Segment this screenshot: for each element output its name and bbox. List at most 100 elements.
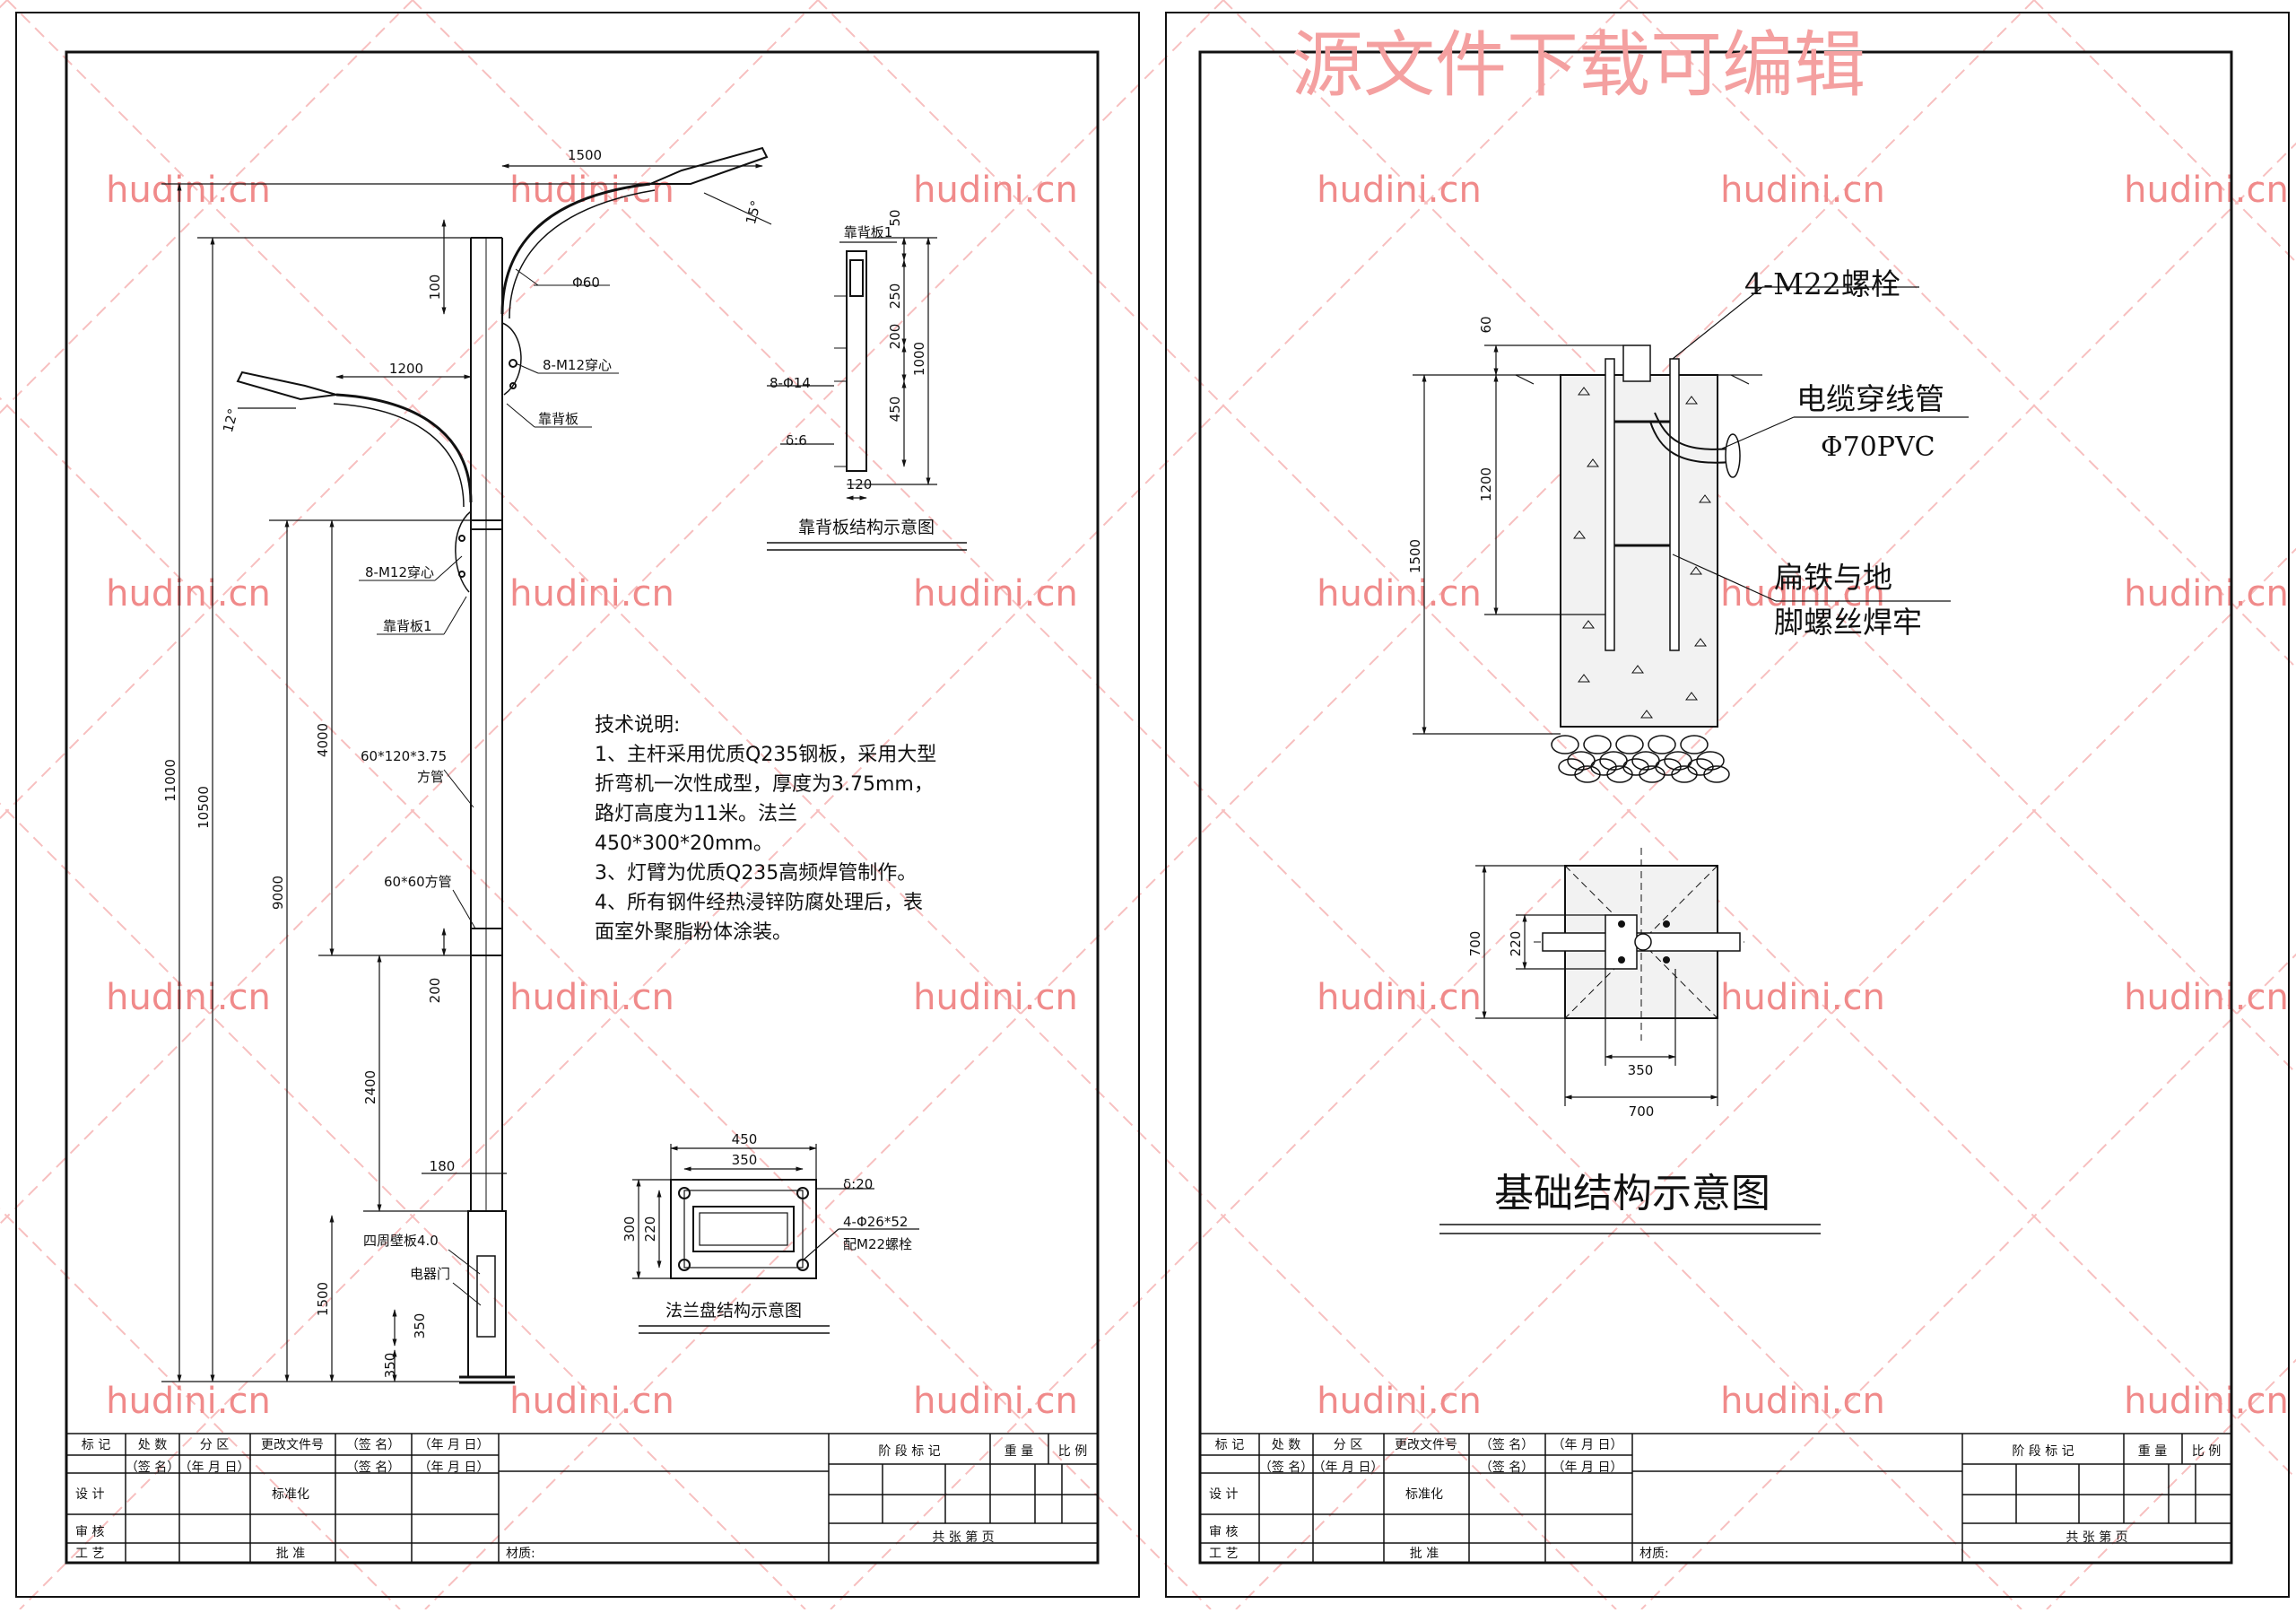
label-phi60: Φ60 xyxy=(572,275,600,291)
backplate-caption-underline xyxy=(767,542,967,551)
watermark-label: hudini.cn xyxy=(2124,977,2289,1018)
dim-180: 180 xyxy=(430,1158,456,1174)
watermark-labels: hudini.cn hudini.cn hudini.cn hudini.cn hudi… xyxy=(106,170,2289,1422)
watermark-label: hudini.cn xyxy=(1720,170,1885,211)
angle-lower: 12° xyxy=(220,407,241,434)
backplate-title: 靠背板1 xyxy=(844,224,893,240)
tb-material: 材质: xyxy=(506,1547,535,1561)
dim-4000: 4000 xyxy=(315,723,331,757)
pole-labels: 1500 1200 15° 12° 100 11000 10500 9000 4… xyxy=(162,147,764,1378)
foundation-plan-dimensions xyxy=(1475,865,1718,1106)
label-tube1: 60*120*3.75 xyxy=(361,748,447,764)
flange-drawing xyxy=(670,1179,817,1279)
watermark-label: hudini.cn xyxy=(913,170,1078,211)
backplate-dimensions xyxy=(767,237,937,501)
tb-header-cell: 分 区 xyxy=(200,1438,229,1452)
tb-standard: 标准化 xyxy=(272,1487,309,1502)
bp-dim-120: 120 xyxy=(847,476,873,493)
tb-header-cell: 更改文件号 xyxy=(1395,1438,1457,1452)
tb-review: 审 核 xyxy=(1209,1525,1238,1539)
watermark-label: hudini.cn xyxy=(509,170,674,211)
watermark-label: hudini.cn xyxy=(1720,1381,1885,1422)
tb-design: 设 计 xyxy=(1209,1487,1238,1502)
dim-200: 200 xyxy=(427,978,443,1004)
tb-craft: 工 艺 xyxy=(75,1547,104,1561)
angle-upper: 15° xyxy=(743,199,764,226)
fd-dim-220: 220 xyxy=(1508,931,1524,957)
pole-dimensions xyxy=(161,163,772,1382)
bp-dim-1000: 1000 xyxy=(911,342,927,376)
label-door: 电器门 xyxy=(410,1266,450,1282)
fl-dim-300: 300 xyxy=(622,1216,638,1242)
watermark-label: hudini.cn xyxy=(2124,1381,2289,1422)
label-back-lower: 靠背板1 xyxy=(383,618,432,634)
tech-line-7: 面室外聚脂粉体涂装。 xyxy=(595,921,792,944)
tb-sign-cell: （年 月 日） xyxy=(419,1460,490,1475)
tech-notes: 技术说明: 1、主杆采用优质Q235钢板，采用大型 折弯机一次性成型，厚度为3.… xyxy=(595,714,936,944)
tb-weight: 重 量 xyxy=(2138,1444,2167,1459)
title-block-right: 标 记处 数分 区更改文件号（签 名）（年 月 日）（签 名）（年 月 日）（签… xyxy=(1200,1433,2231,1564)
tb-sign-cell: （签 名） xyxy=(346,1460,400,1475)
tb-standard: 标准化 xyxy=(1405,1487,1443,1502)
tb-craft: 工 艺 xyxy=(1209,1547,1238,1561)
tech-line-4: 450*300*20mm。 xyxy=(595,833,773,855)
fd-label-bolt: 4-M22螺栓 xyxy=(1744,266,1900,301)
pole-elevation xyxy=(236,146,769,1384)
dim-arm-lower: 1200 xyxy=(389,361,423,377)
fd-dim-700v: 700 xyxy=(1467,931,1483,957)
tb-sign-cell: （年 月 日） xyxy=(1313,1460,1384,1475)
watermark-label: hudini.cn xyxy=(2124,170,2289,211)
fd-label-cable1: 电缆穿线管 xyxy=(1796,381,1944,416)
flange-dimensions xyxy=(632,1144,919,1279)
tb-material: 材质: xyxy=(1639,1547,1669,1561)
label-back-upper: 靠背板 xyxy=(538,411,578,427)
watermark-label: hudini.cn xyxy=(1720,977,1885,1018)
tb-approve: 批 准 xyxy=(276,1547,305,1561)
watermark-label: hudini.cn xyxy=(106,1381,271,1422)
tb-sheets: 共 张 第 页 xyxy=(2066,1530,2127,1545)
fl-dim-450: 450 xyxy=(732,1131,758,1147)
tb-sign-cell: （年 月 日） xyxy=(1552,1460,1623,1475)
tb-review: 审 核 xyxy=(75,1525,104,1539)
fl-dim-220: 220 xyxy=(642,1216,658,1242)
foundation-dimensions xyxy=(1413,286,1969,735)
bp-label-holes: 8-Φ14 xyxy=(770,375,811,391)
tech-line-5: 3、灯臂为优质Q235高频焊管制作。 xyxy=(595,862,917,885)
label-wall: 四周壁板4.0 xyxy=(363,1233,439,1249)
watermark-label: hudini.cn xyxy=(1720,573,1885,615)
fd-dim-1200: 1200 xyxy=(1478,467,1494,501)
tb-stage: 阶 段 标 记 xyxy=(878,1444,940,1459)
foundation-plan xyxy=(1534,848,1744,1041)
fd-dim-700h: 700 xyxy=(1629,1103,1655,1120)
fd-label-cable2: Φ70PVC xyxy=(1821,432,1935,463)
fd-label-weld2: 脚螺丝焊牢 xyxy=(1774,605,1922,640)
tb-header-cell: 更改文件号 xyxy=(261,1438,324,1452)
watermark-label: hudini.cn xyxy=(913,573,1078,615)
tb-sign-cell: （签 名） xyxy=(126,1460,179,1475)
tb-sign-cell: （签 名） xyxy=(1480,1460,1534,1475)
foundation-plan-labels: 700 220 350 700 基础结构示意图 xyxy=(1467,931,1770,1216)
dim-2400: 2400 xyxy=(362,1070,378,1104)
sheet-frames xyxy=(15,12,2290,1598)
tb-sheets: 共 张 第 页 xyxy=(932,1530,994,1545)
fl-label-holes: 4-Φ26*52 xyxy=(843,1214,908,1230)
tb-scale: 比 例 xyxy=(1058,1444,1087,1459)
tb-header-cell: （年 月 日） xyxy=(419,1438,490,1452)
watermark-label: hudini.cn xyxy=(509,977,674,1018)
label-8m12-lower: 8-M12穿心 xyxy=(365,564,434,580)
watermark-label: hudini.cn xyxy=(1317,1381,1482,1422)
label-8m12-upper: 8-M12穿心 xyxy=(543,357,612,373)
bp-label-thick: δ:6 xyxy=(786,432,807,449)
dim-1500: 1500 xyxy=(315,1282,331,1316)
bp-dim-200: 200 xyxy=(887,324,903,350)
tb-header-cell: 分 区 xyxy=(1334,1438,1362,1452)
fl-dim-350: 350 xyxy=(732,1152,758,1168)
watermark-label: hudini.cn xyxy=(106,573,271,615)
flange-caption: 法兰盘结构示意图 xyxy=(665,1301,802,1321)
foundation-caption: 基础结构示意图 xyxy=(1494,1171,1770,1216)
watermark-label: hudini.cn xyxy=(1317,573,1482,615)
watermark-label: hudini.cn xyxy=(2124,573,2289,615)
tb-stage: 阶 段 标 记 xyxy=(2012,1444,2074,1459)
bp-dim-250: 250 xyxy=(887,283,903,310)
